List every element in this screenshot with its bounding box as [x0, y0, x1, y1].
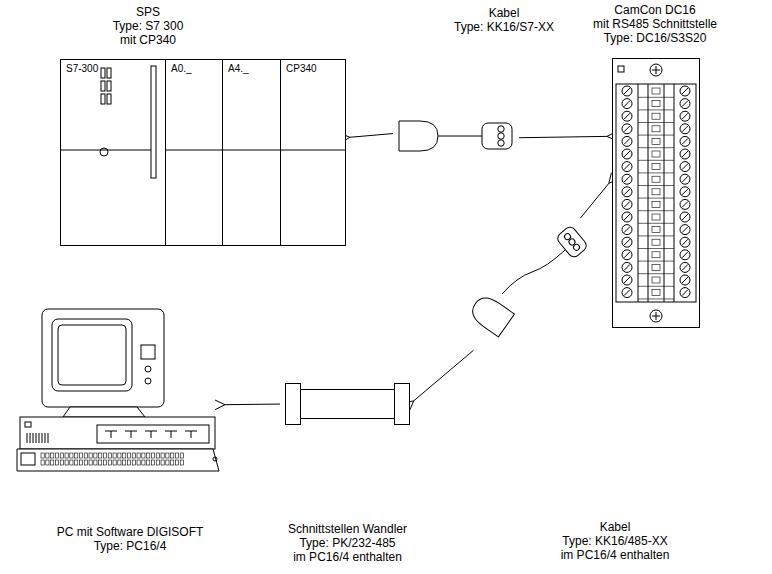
io-module: A4._ [222, 59, 281, 246]
module-label: A0._ [171, 63, 192, 75]
camcon-device: CamCon DC16 mit RS485 Schnittstelle Type… [612, 58, 700, 328]
io-module: A0._ [165, 59, 223, 246]
cp-module-drawing [281, 60, 345, 245]
connector-line [580, 183, 608, 218]
pc-computer: PC mit Software DIGISOFT Type: PC16/4 [15, 305, 220, 477]
device-label: PC mit Software DIGISOFT Type: PC16/4 [30, 525, 230, 553]
module-label: S7-300 [66, 63, 98, 75]
cp-module: CP340 [280, 59, 346, 246]
cable-drawing [398, 118, 514, 154]
connector-arrow [215, 400, 280, 410]
cpu-module-drawing [61, 60, 165, 245]
cpu-module: S7-300 [60, 59, 166, 246]
device-label: Schnittstellen Wandler Type: PK/232-485 … [265, 522, 430, 564]
pc-computer-drawing [15, 305, 220, 477]
camcon-device-drawing [612, 58, 700, 328]
connector-line [350, 134, 393, 138]
connector-line [414, 350, 474, 401]
interface-converter: Schnittstellen Wandler Type: PK/232-485 … [285, 383, 410, 425]
cable: Kabel Type: KK16/S7-XX [398, 118, 514, 154]
cable-drawing [462, 222, 590, 347]
interface-converter-drawing [285, 383, 410, 425]
device-label: CamCon DC16 mit RS485 Schnittstelle Type… [575, 3, 735, 45]
cable: Kabel Type: KK16/485-XX im PC16/4 enthal… [462, 222, 590, 347]
device-label: Kabel Type: KK16/S7-XX [434, 6, 574, 34]
io-module-drawing [166, 60, 222, 245]
connector-line [225, 404, 280, 406]
arrow-head [215, 400, 225, 410]
plc-rack: SPS Type: S7 300 mit CP340S7-300A0._A4._… [60, 60, 345, 245]
io-module-drawing [223, 60, 280, 245]
module-label: A4._ [228, 63, 249, 75]
connector-arrow [340, 133, 393, 143]
connector-line [519, 136, 607, 137]
connector-arrow [403, 350, 473, 411]
module-label: CP340 [286, 63, 317, 75]
device-label: Kabel Type: KK16/485-XX im PC16/4 enthal… [535, 520, 695, 562]
connector-arrow [519, 131, 617, 141]
device-label: SPS Type: S7 300 mit CP340 [58, 5, 238, 47]
